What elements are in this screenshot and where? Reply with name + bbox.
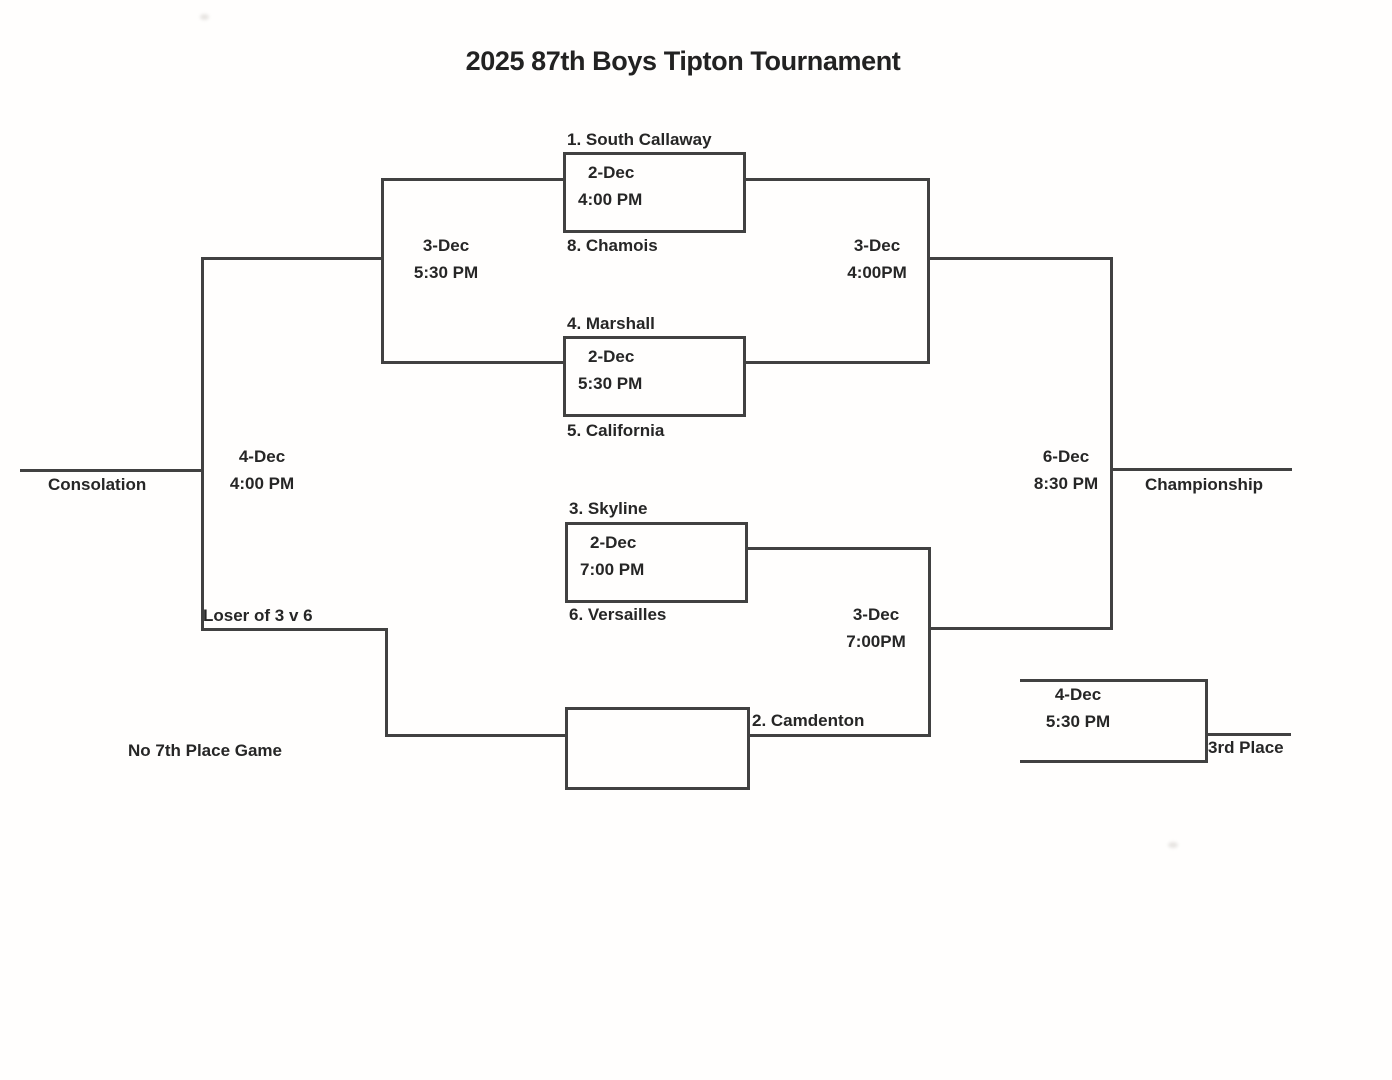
game1-date: 2-Dec bbox=[588, 163, 635, 182]
game1-winner-line bbox=[744, 178, 930, 181]
third-place-bottom-line bbox=[1020, 760, 1208, 763]
bye-box-left-line bbox=[385, 734, 567, 737]
game2-time: 5:30 PM bbox=[578, 374, 643, 393]
game3-box: 2-Dec 7:00 PM bbox=[565, 522, 748, 603]
championship-time: 8:30 PM bbox=[1033, 474, 1099, 493]
team-label-skyline: 3. Skyline bbox=[569, 499, 648, 518]
consolation-final-time: 4:00 PM bbox=[229, 474, 295, 493]
semifinal-top-vertical bbox=[927, 178, 930, 364]
consolation-bracket-vertical bbox=[201, 257, 204, 631]
team-label-california: 5. California bbox=[567, 421, 665, 440]
game3-winner-line bbox=[746, 547, 931, 550]
consolation-label: Consolation bbox=[48, 475, 147, 494]
championship-date: 6-Dec bbox=[1042, 447, 1090, 466]
consolation-final-line bbox=[20, 469, 201, 472]
game3-date: 2-Dec bbox=[590, 533, 637, 552]
loser-3v6-line bbox=[201, 628, 388, 631]
team-label-south-callaway: 1. South Callaway bbox=[567, 130, 712, 149]
championship-line bbox=[1110, 468, 1292, 471]
game2-loser-line bbox=[381, 361, 565, 364]
semifinal-bottom-time: 7:00PM bbox=[846, 632, 906, 651]
consolation-final-date: 4-Dec bbox=[238, 447, 286, 466]
page-title: 2025 87th Boys Tipton Tournament bbox=[465, 46, 901, 76]
semifinal-top-datetime: 3-Dec 4:00PM bbox=[847, 232, 907, 286]
game1-box: 2-Dec 4:00 PM bbox=[563, 152, 746, 233]
consolation-semifinal-datetime: 3-Dec 5:30 PM bbox=[414, 232, 478, 286]
semifinal-top-winner-line bbox=[927, 257, 1113, 260]
semifinal-bottom-datetime: 3-Dec 7:00PM bbox=[846, 601, 906, 655]
scan-artifact bbox=[1168, 842, 1178, 848]
championship-vertical bbox=[1110, 257, 1113, 630]
no-7th-place-note: No 7th Place Game bbox=[128, 741, 283, 760]
semifinal-bottom-date: 3-Dec bbox=[852, 605, 900, 624]
game2-winner-line bbox=[744, 361, 930, 364]
game2-date: 2-Dec bbox=[588, 347, 635, 366]
third-place-top-line bbox=[1020, 679, 1208, 682]
third-place-datetime: 4-Dec 5:30 PM bbox=[1046, 681, 1110, 735]
bye-winner-line bbox=[750, 734, 931, 737]
championship-label: Championship bbox=[1145, 475, 1264, 494]
loser-3v6-vertical bbox=[385, 628, 388, 737]
semifinal-bottom-vertical bbox=[928, 547, 931, 737]
third-place-winner-line bbox=[1205, 733, 1291, 736]
third-place-label: 3rd Place bbox=[1208, 738, 1284, 757]
consolation-semi-winner-line bbox=[201, 257, 384, 260]
game1-loser-line bbox=[381, 178, 565, 181]
team-label-chamois: 8. Chamois bbox=[567, 236, 658, 255]
loser-3v6-label: Loser of 3 v 6 bbox=[203, 606, 313, 625]
team-label-marshall: 4. Marshall bbox=[567, 314, 655, 333]
team-label-versailles: 6. Versailles bbox=[569, 605, 667, 624]
team-label-camdenton: 2. Camdenton bbox=[752, 711, 865, 730]
semifinal-bottom-winner-line bbox=[928, 627, 1113, 630]
third-place-time: 5:30 PM bbox=[1045, 712, 1111, 731]
game3-time: 7:00 PM bbox=[580, 560, 645, 579]
game2-box: 2-Dec 5:30 PM bbox=[563, 336, 746, 417]
consolation-semi-vertical bbox=[381, 178, 384, 364]
consolation-semifinal-time: 5:30 PM bbox=[413, 263, 479, 282]
consolation-semifinal-date: 3-Dec bbox=[422, 236, 470, 255]
third-place-date: 4-Dec bbox=[1054, 685, 1102, 704]
semifinal-top-time: 4:00PM bbox=[847, 263, 907, 282]
scan-artifact bbox=[200, 14, 209, 20]
bye-box-empty bbox=[565, 707, 750, 790]
game1-time: 4:00 PM bbox=[578, 190, 643, 209]
semifinal-top-date: 3-Dec bbox=[853, 236, 901, 255]
championship-datetime: 6-Dec 8:30 PM bbox=[1034, 443, 1098, 497]
third-place-vertical bbox=[1205, 679, 1208, 763]
consolation-final-datetime: 4-Dec 4:00 PM bbox=[230, 443, 294, 497]
